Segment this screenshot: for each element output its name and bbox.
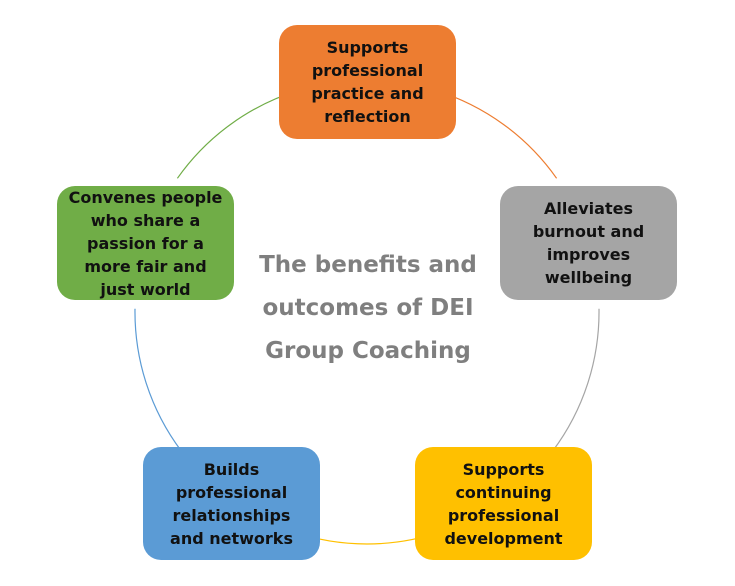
cycle-node-continuing-development: Supports continuing professional develop… <box>415 447 592 560</box>
connector-arc <box>552 308 600 452</box>
cycle-node-relationships-networks: Builds professional relationships and ne… <box>143 447 320 560</box>
node-label: Supports continuing professional develop… <box>444 459 563 548</box>
node-label: Supports professional practice and refle… <box>311 38 424 126</box>
cycle-node-fair-just-world: Convenes people who share a passion for … <box>57 186 234 300</box>
node-label: Alleviates burnout and improves wellbein… <box>532 199 645 287</box>
node-label: Builds professional relationships and ne… <box>170 459 293 548</box>
diagram-title: The benefits and outcomes of DEI Group C… <box>259 252 477 364</box>
cycle-node-professional-practice: Supports professional practice and refle… <box>279 25 456 139</box>
cycle-node-burnout-wellbeing: Alleviates burnout and improves wellbein… <box>500 186 677 300</box>
node-label: Convenes people who share a passion for … <box>68 187 223 299</box>
connector-arc <box>134 308 182 452</box>
